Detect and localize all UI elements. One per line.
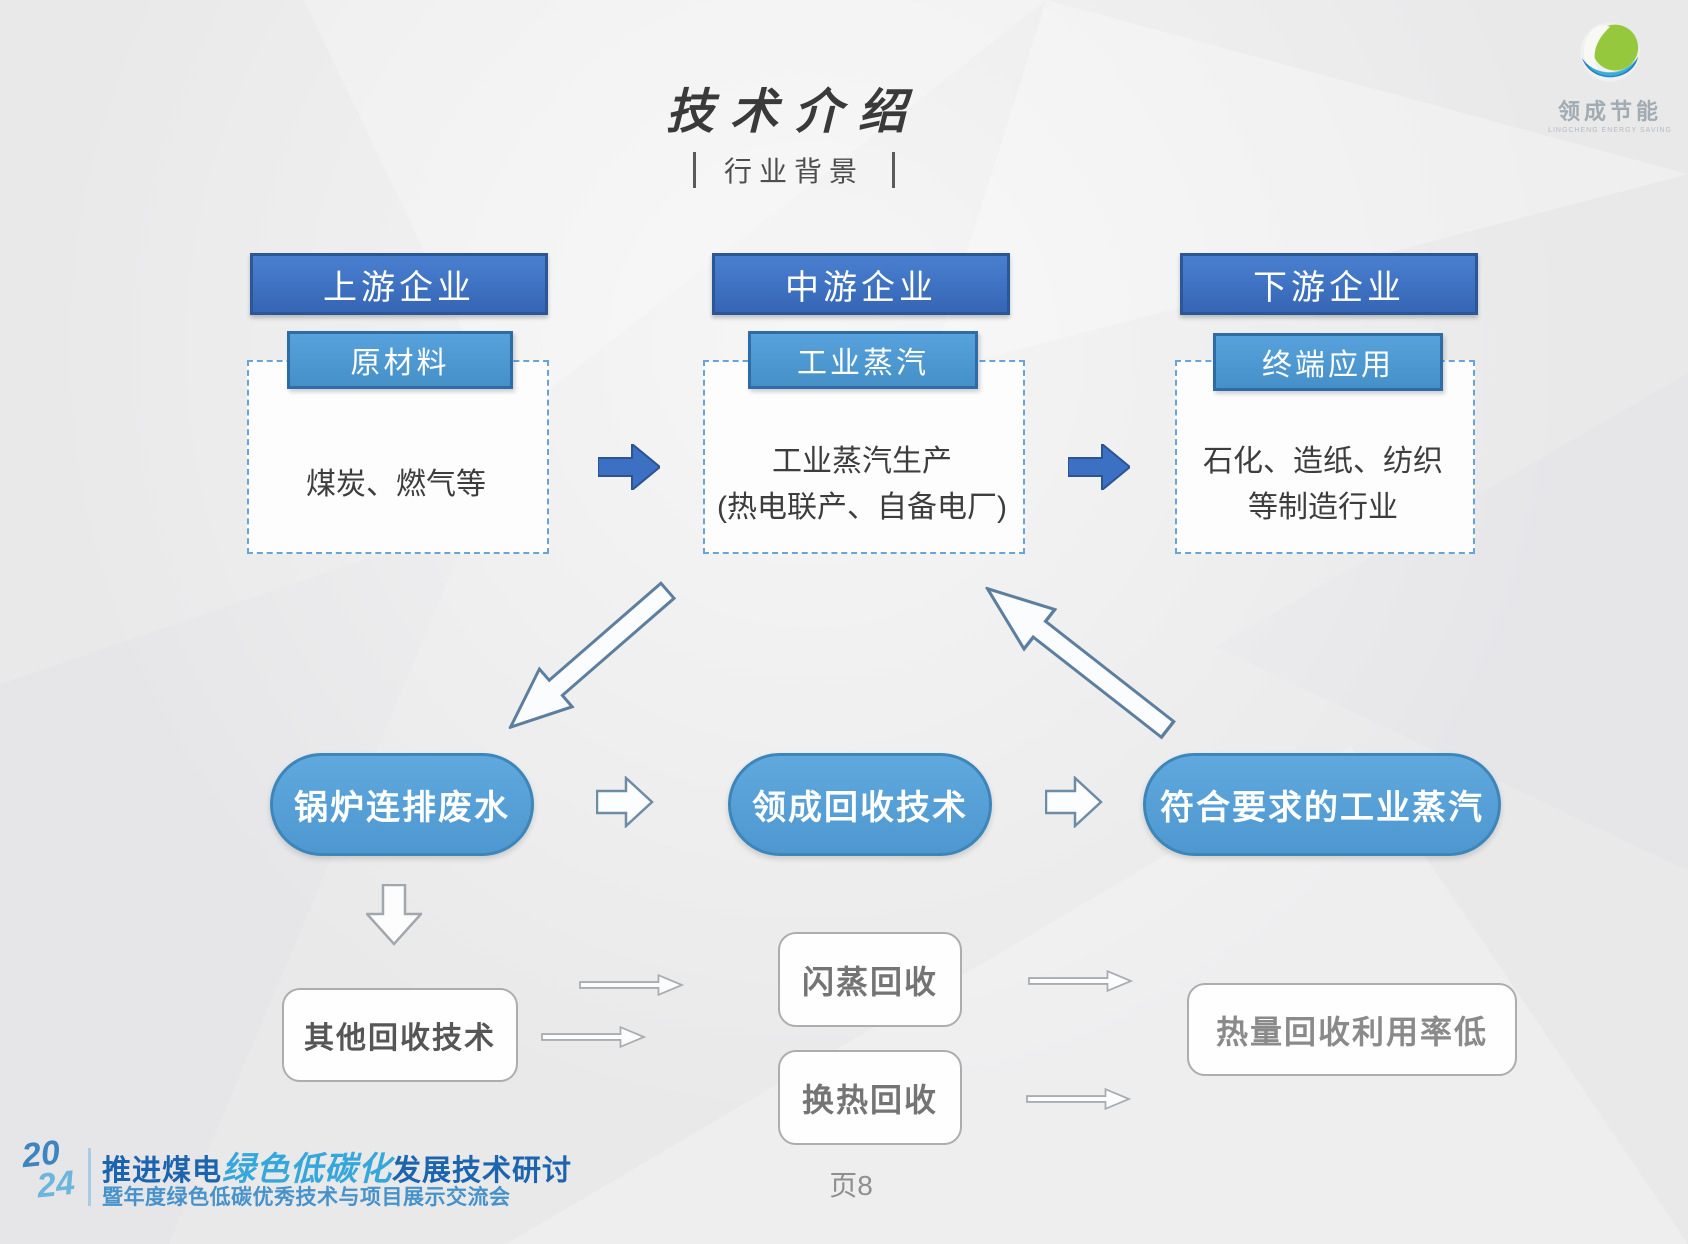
arrow-right-icon [541, 1025, 646, 1049]
footer-line1-c: 发展技术研讨 [392, 1155, 573, 1187]
upstream-header: 上游企业 [250, 253, 548, 315]
arrow-right-icon [598, 444, 660, 490]
downstream-header: 下游企业 [1180, 253, 1478, 315]
upstream-tag: 原材料 [287, 331, 513, 389]
pill-qualified-steam: 符合要求的工业蒸汽 [1143, 753, 1501, 856]
logo-name: 领成节能 [1557, 99, 1662, 124]
arrow-right-icon [596, 776, 654, 828]
footer-line2: 暨年度绿色低碳优秀技术与项目展示交流会 [102, 1186, 511, 1209]
arrow-up-left-icon [969, 566, 1186, 752]
midstream-header: 中游企业 [712, 253, 1010, 315]
year-bottom: 24 [35, 1163, 77, 1206]
pill-boiler-blowdown: 锅炉连排废水 [270, 753, 534, 856]
footer-line1-a: 推进煤电 [102, 1155, 223, 1187]
heat-exchange-recovery-box: 换热回收 [778, 1050, 962, 1145]
footer-divider [88, 1148, 91, 1206]
logo-tagline: LINGCHENG ENERGY SAVING [1548, 127, 1672, 134]
pill-lingcheng-recovery: 领成回收技术 [728, 753, 992, 856]
low-utilization-result-box: 热量回收利用率低 [1187, 983, 1517, 1076]
footer-line1: 推进煤电绿色低碳化发展技术研讨 [102, 1142, 572, 1190]
midstream-line1: 工业蒸汽生产 [772, 444, 952, 478]
arrow-down-left-icon [491, 569, 686, 749]
downstream-line2: 等制造行业 [1248, 491, 1398, 524]
downstream-line1: 石化、造纸、纺织 [1203, 444, 1443, 478]
arrow-right-icon [1068, 444, 1130, 490]
flash-recovery-box: 闪蒸回收 [778, 932, 962, 1027]
page-subtitle: 行业背景 [444, 150, 1144, 190]
globe-leaf-logo-icon [1580, 22, 1640, 82]
page-number: 页8 [829, 1170, 873, 1201]
midstream-line2: (热电联产、自备电厂) [717, 491, 1007, 524]
midstream-content: 工业蒸汽生产 (热电联产、自备电厂) [693, 424, 1031, 546]
subtitle-text: 行业背景 [723, 156, 864, 187]
upstream-content: 煤炭、燃气等 [247, 424, 545, 546]
downstream-tag: 终端应用 [1213, 333, 1443, 391]
page-title: 技术介绍 [665, 84, 922, 140]
arrow-right-icon [1028, 969, 1133, 993]
arrow-right-icon [1026, 1087, 1131, 1111]
year-2024-logo: 20 24 [20, 1133, 86, 1206]
upstream-line1: 煤炭、燃气等 [306, 467, 486, 501]
midstream-tag: 工业蒸汽 [748, 331, 978, 389]
arrow-right-icon [579, 973, 684, 997]
other-recovery-box: 其他回收技术 [282, 988, 518, 1082]
downstream-content: 石化、造纸、纺织 等制造行业 [1175, 424, 1471, 546]
subtitle-right-bar [892, 152, 895, 188]
company-logo: 领成节能 LINGCHENG ENERGY SAVING [1540, 18, 1680, 134]
arrow-right-icon [1045, 776, 1103, 828]
subtitle-left-bar [692, 152, 696, 188]
arrow-down-icon [366, 884, 422, 946]
footer-line1-b: 绿色低碳化 [222, 1149, 393, 1188]
